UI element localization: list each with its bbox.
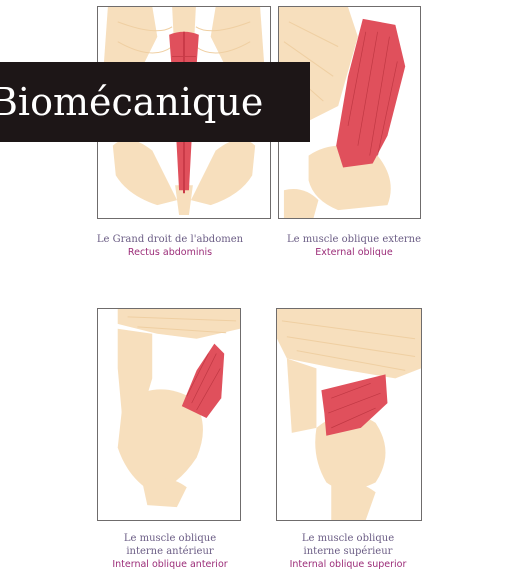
caption-external-oblique: Le muscle oblique externe External obliq… bbox=[264, 233, 444, 259]
internal-oblique-anterior-muscle bbox=[182, 344, 224, 418]
caption-english: Internal oblique superior bbox=[258, 558, 438, 571]
caption-internal-oblique-superior: Le muscle oblique interne supérieur Inte… bbox=[258, 532, 438, 571]
spine-and-pelvis bbox=[118, 329, 203, 507]
caption-french-line1: Le muscle oblique bbox=[80, 532, 260, 545]
internal-oblique-anterior-illustration bbox=[97, 308, 241, 521]
caption-internal-oblique-anterior: Le muscle oblique interne antérieur Inte… bbox=[80, 532, 260, 571]
caption-english: Internal oblique anterior bbox=[80, 558, 260, 571]
caption-french-line1: Le muscle oblique bbox=[258, 532, 438, 545]
caption-english: External oblique bbox=[264, 246, 444, 259]
internal-oblique-superior-illustration bbox=[276, 308, 422, 521]
caption-french: Le Grand droit de l'abdomen bbox=[80, 233, 260, 246]
caption-french-line2: interne antérieur bbox=[80, 545, 260, 558]
caption-french-line2: interne supérieur bbox=[258, 545, 438, 558]
caption-rectus-abdominis: Le Grand droit de l'abdomen Rectus abdom… bbox=[80, 233, 260, 259]
banner-title: Biomécanique bbox=[0, 62, 310, 142]
caption-french: Le muscle oblique externe bbox=[264, 233, 444, 246]
caption-english: Rectus abdominis bbox=[80, 246, 260, 259]
